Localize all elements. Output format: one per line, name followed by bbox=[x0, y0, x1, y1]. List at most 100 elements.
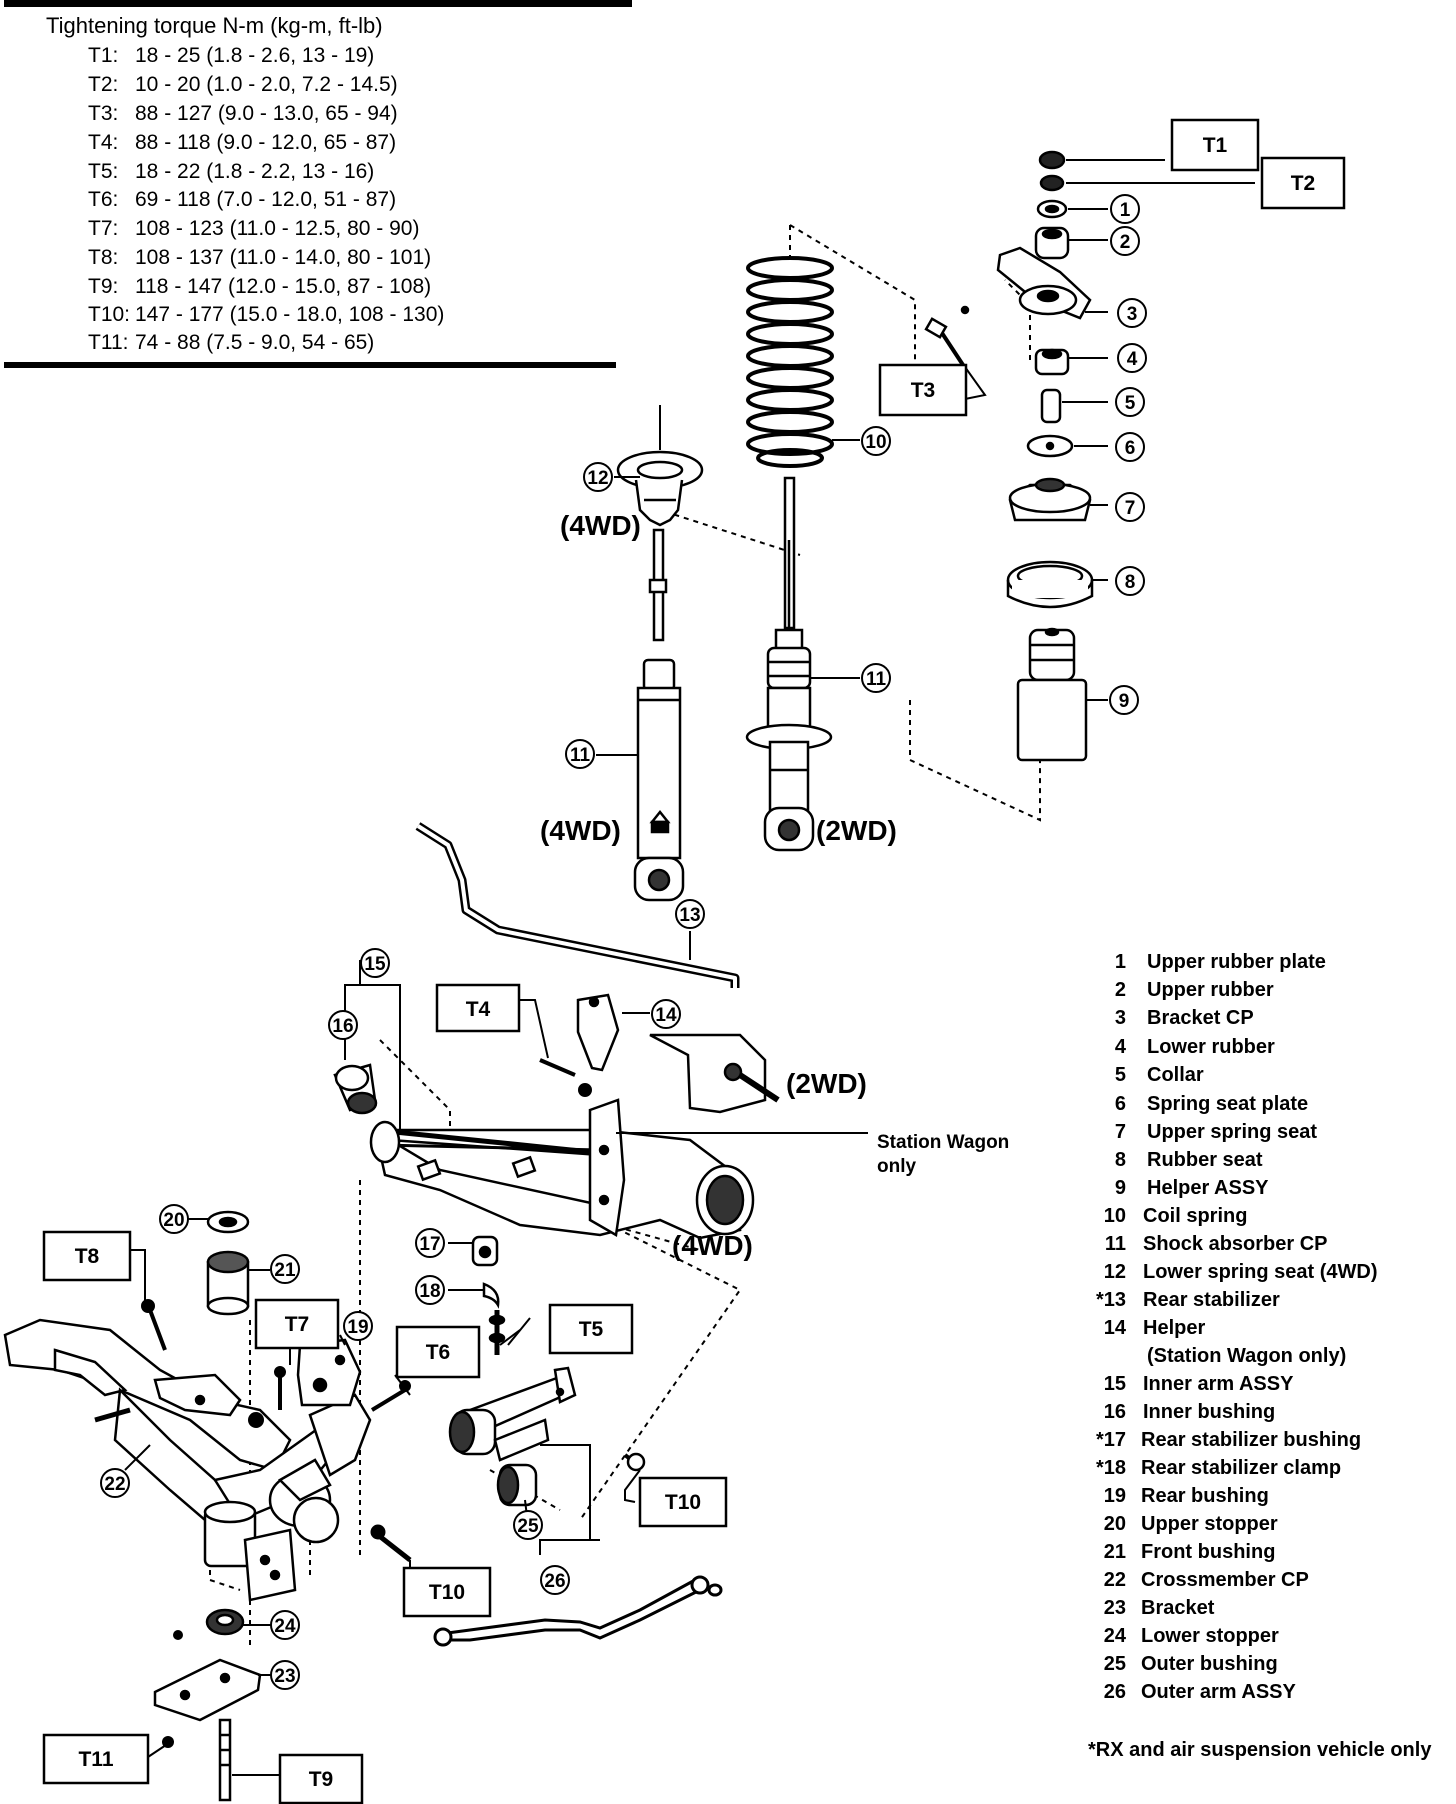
svg-text:Crossmember CP: Crossmember CP bbox=[1141, 1569, 1309, 1591]
svg-text:15: 15 bbox=[364, 954, 386, 975]
svg-text:Rear bushing: Rear bushing bbox=[1141, 1485, 1269, 1507]
svg-text:T11:: T11: bbox=[88, 331, 128, 354]
label-4wd-seat: (4WD) bbox=[560, 510, 641, 541]
svg-text:T11: T11 bbox=[78, 1748, 113, 1771]
shock-4wd-leaders bbox=[596, 405, 661, 756]
shock-2wd-leaders bbox=[810, 439, 860, 679]
svg-text:3: 3 bbox=[1127, 304, 1138, 325]
svg-text:Lower stopper: Lower stopper bbox=[1141, 1625, 1279, 1647]
stopper-nut bbox=[248, 1412, 264, 1428]
legend-item: *13 Rear stabilizer bbox=[1096, 1289, 1280, 1311]
torque-row: T11:74 - 88 (7.5 - 9.0, 54 - 65) bbox=[88, 331, 374, 354]
bolt-t9 bbox=[218, 1718, 232, 1802]
torque-box-t7: T7 bbox=[254, 1298, 340, 1350]
callout-10: 10 bbox=[861, 426, 891, 456]
lower-spring-seat-4wd bbox=[616, 450, 704, 527]
svg-text:9: 9 bbox=[1119, 691, 1130, 712]
svg-text:14: 14 bbox=[655, 1005, 677, 1026]
svg-text:17: 17 bbox=[419, 1234, 440, 1255]
svg-text:18 - 25 (1.8 - 2.6, 13 - 19): 18 - 25 (1.8 - 2.6, 13 - 19) bbox=[135, 44, 374, 67]
svg-text:Upper spring seat: Upper spring seat bbox=[1147, 1121, 1317, 1143]
legend-item: 16 Inner bushing bbox=[1104, 1401, 1275, 1423]
callout-8: 8 bbox=[1115, 566, 1145, 596]
shock-absorber-2wd bbox=[745, 476, 833, 852]
svg-text:Outer bushing: Outer bushing bbox=[1141, 1653, 1278, 1675]
svg-text:26: 26 bbox=[544, 1571, 565, 1592]
svg-text:1: 1 bbox=[1115, 951, 1126, 973]
svg-text:Shock absorber CP: Shock absorber CP bbox=[1143, 1233, 1328, 1255]
svg-text:6: 6 bbox=[1125, 438, 1136, 459]
callout-6: 6 bbox=[1115, 432, 1145, 462]
bolt-t6 bbox=[370, 1380, 411, 1412]
bolt-t8 bbox=[141, 1299, 167, 1351]
svg-text:*13: *13 bbox=[1096, 1289, 1126, 1311]
torque-row: T2:10 - 20 (1.0 - 2.0, 7.2 - 14.5) bbox=[88, 73, 398, 96]
callout-11-2wd: 11 bbox=[861, 663, 891, 693]
upper-stopper bbox=[206, 1210, 250, 1234]
svg-text:16: 16 bbox=[1104, 1401, 1126, 1423]
svg-text:Rear stabilizer clamp: Rear stabilizer clamp bbox=[1141, 1457, 1341, 1479]
callout-5: 5 bbox=[1115, 387, 1145, 417]
svg-text:10: 10 bbox=[865, 432, 886, 453]
svg-text:Inner arm ASSY: Inner arm ASSY bbox=[1143, 1373, 1294, 1395]
crossmember-cp bbox=[3, 1318, 372, 1602]
torque-box-t2: T2 bbox=[1260, 156, 1346, 210]
lower-stopper bbox=[205, 1608, 245, 1636]
bracket bbox=[153, 1658, 262, 1722]
callout-24: 24 bbox=[270, 1610, 300, 1640]
svg-text:Spring seat plate: Spring seat plate bbox=[1147, 1093, 1308, 1115]
svg-text:Lower spring seat (4WD): Lower spring seat (4WD) bbox=[1143, 1261, 1377, 1283]
callout-13: 13 bbox=[675, 899, 705, 929]
svg-text:8: 8 bbox=[1115, 1149, 1126, 1171]
svg-text:20: 20 bbox=[163, 1210, 184, 1231]
callout-23: 23 bbox=[270, 1660, 300, 1690]
svg-text:T7: T7 bbox=[285, 1313, 310, 1336]
torque-box-t1: T1 bbox=[1170, 118, 1260, 172]
nut-t1 bbox=[1038, 150, 1066, 170]
callout-15: 15 bbox=[360, 948, 390, 978]
svg-text:Helper: Helper bbox=[1143, 1317, 1205, 1339]
crossmember-leaders bbox=[124, 1249, 521, 1471]
bolt-t4 bbox=[539, 1058, 592, 1097]
svg-text:7: 7 bbox=[1115, 1121, 1126, 1143]
svg-text:Rear stabilizer: Rear stabilizer bbox=[1143, 1289, 1280, 1311]
torque-box-t11: T11 bbox=[42, 1733, 150, 1785]
callouts: 1 2 3 4 5 6 7 8 9 10 11 11 12 13 14 15 1… bbox=[100, 194, 1147, 1690]
rear-bushing bbox=[296, 1338, 362, 1407]
legend-item: 25 Outer bushing bbox=[1104, 1653, 1278, 1675]
svg-text:21: 21 bbox=[1104, 1541, 1126, 1563]
torque-table: Tightening torque N-m (kg-m, ft-lb) T1:1… bbox=[4, 0, 632, 368]
svg-text:Inner bushing: Inner bushing bbox=[1143, 1401, 1275, 1423]
callout-25: 25 bbox=[513, 1510, 543, 1540]
svg-text:10 - 20 (1.0 - 2.0, 7.2 - 14.5: 10 - 20 (1.0 - 2.0, 7.2 - 14.5) bbox=[135, 73, 398, 96]
stabilizer-link bbox=[433, 1575, 723, 1647]
front-bushing bbox=[206, 1250, 250, 1316]
svg-text:4: 4 bbox=[1115, 1036, 1127, 1058]
svg-text:11: 11 bbox=[866, 669, 887, 690]
svg-text:25: 25 bbox=[1104, 1653, 1126, 1675]
torque-row: T8:108 - 137 (11.0 - 14.0, 80 - 101) bbox=[88, 246, 431, 269]
svg-text:Bracket CP: Bracket CP bbox=[1147, 1007, 1254, 1029]
svg-text:26: 26 bbox=[1104, 1681, 1126, 1703]
svg-text:T10:: T10: bbox=[88, 303, 130, 326]
svg-text:22: 22 bbox=[104, 1474, 125, 1495]
outer-arm-assembly bbox=[448, 1366, 577, 1462]
callout-26: 26 bbox=[540, 1565, 570, 1595]
svg-text:T8:: T8: bbox=[88, 246, 118, 269]
svg-text:T6: T6 bbox=[426, 1341, 451, 1364]
svg-text:T8: T8 bbox=[75, 1245, 100, 1268]
callout-2: 2 bbox=[1110, 226, 1140, 256]
torque-table-bottom-rule bbox=[4, 362, 616, 368]
callout-20: 20 bbox=[159, 1204, 189, 1234]
callout-3: 3 bbox=[1117, 298, 1147, 328]
svg-text:2: 2 bbox=[1120, 232, 1131, 253]
inner-arm-assembly bbox=[369, 1098, 755, 1240]
torque-row: T4:88 - 118 (9.0 - 12.0, 65 - 87) bbox=[88, 131, 396, 154]
